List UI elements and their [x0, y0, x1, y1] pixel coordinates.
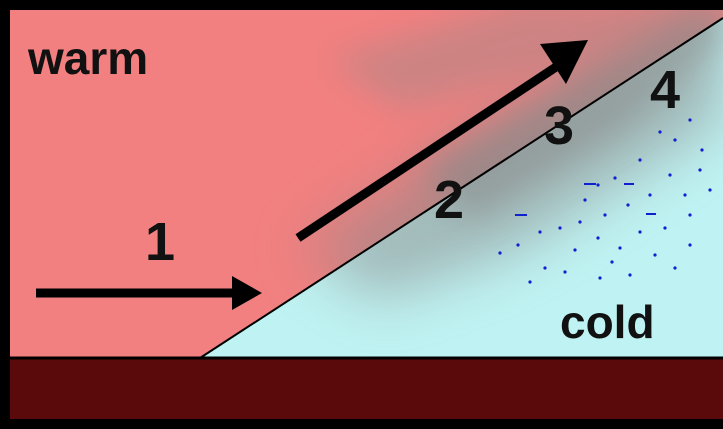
- front-boundary-line: [199, 17, 723, 359]
- step-4-label: 4: [650, 60, 680, 120]
- ground: [10, 358, 723, 419]
- precipitation-dots: [498, 118, 712, 284]
- step-1-label: 1: [145, 212, 175, 272]
- step-2-label: 2: [434, 170, 464, 230]
- cold-label: cold: [560, 296, 655, 348]
- horizontal-flow-arrow: [36, 276, 262, 310]
- step-3-label: 3: [544, 96, 574, 156]
- warm-label: warm: [27, 32, 148, 84]
- rising-flow-arrow: [295, 40, 588, 242]
